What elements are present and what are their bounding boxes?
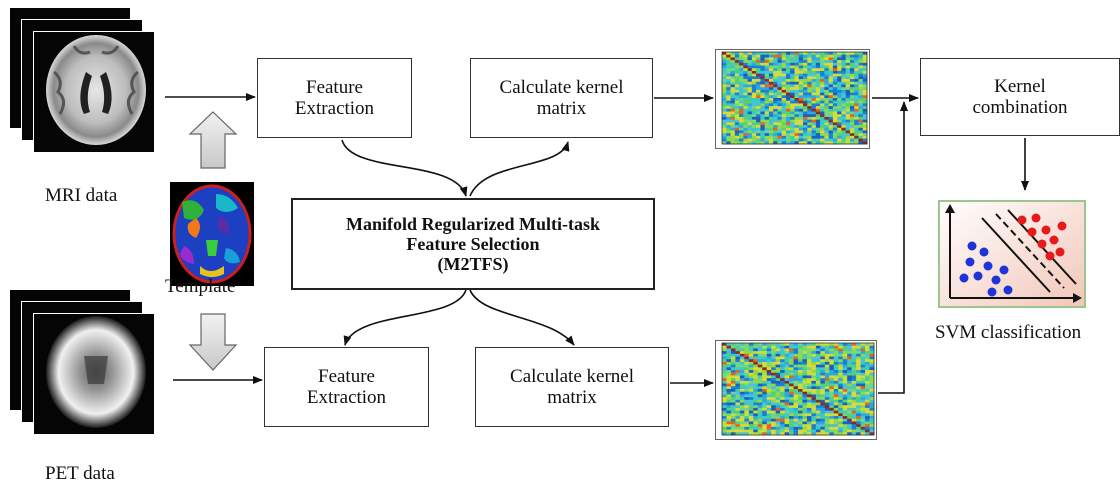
svm-classification-image xyxy=(938,200,1086,308)
m2tfs-box: Manifold Regularized Multi-task Feature … xyxy=(291,198,655,290)
feature-extraction-top-line2: Extraction xyxy=(294,98,375,119)
gray-arrow-down xyxy=(188,313,238,371)
template-image xyxy=(170,182,254,286)
m2tfs-line3: (M2TFS) xyxy=(437,254,509,274)
feature-extraction-top-line1: Feature xyxy=(306,77,363,98)
m2tfs-line2: Feature Selection xyxy=(406,234,540,254)
kernel-matrix-bottom-line2: matrix xyxy=(547,387,597,408)
arrow-matrix-bottom-to-combination xyxy=(878,101,908,394)
feature-extraction-bottom-box: Feature Extraction xyxy=(264,347,429,427)
curve-m2tfs-to-kernel-top xyxy=(469,141,570,197)
feature-extraction-bottom-line2: Extraction xyxy=(306,387,387,408)
svm-classification-label: SVM classification xyxy=(935,322,1082,343)
mri-brain-image xyxy=(46,35,146,145)
kernel-matrix-heatmap-bottom xyxy=(715,340,877,440)
kernel-matrix-bottom-line1: Calculate kernel xyxy=(510,366,634,387)
pet-brain-image xyxy=(46,316,146,428)
kernel-matrix-top-box: Calculate kernel matrix xyxy=(470,58,653,138)
kernel-matrix-top-line2: matrix xyxy=(536,98,587,119)
curve-m2tfs-to-kernel-bottom xyxy=(469,289,575,346)
feature-extraction-bottom-line1: Feature xyxy=(318,366,375,387)
pet-data-label: PET data xyxy=(45,463,115,484)
gray-arrow-up xyxy=(188,111,238,169)
pet-slice-front xyxy=(34,314,154,434)
mri-data-label: MRI data xyxy=(45,185,118,206)
mri-image-stack xyxy=(10,8,154,152)
kernel-matrix-top-line1: Calculate kernel xyxy=(499,77,624,98)
m2tfs-line1: Manifold Regularized Multi-task xyxy=(346,214,600,234)
kernel-combination-box: Kernel combination xyxy=(920,58,1120,136)
pet-image-stack xyxy=(10,290,154,434)
feature-extraction-top-box: Feature Extraction xyxy=(257,58,412,138)
kernel-combination-line1: Kernel xyxy=(994,76,1046,97)
curve-m2tfs-to-feature-bottom xyxy=(343,289,467,346)
mri-slice-front xyxy=(34,32,154,152)
kernel-matrix-bottom-box: Calculate kernel matrix xyxy=(475,347,669,427)
svm-red-points xyxy=(1017,213,1067,261)
template-label: Template xyxy=(165,276,236,297)
kernel-matrix-heatmap-top xyxy=(715,49,870,149)
curve-feature-top-to-m2tfs xyxy=(341,139,468,197)
kernel-combination-line2: combination xyxy=(972,97,1068,118)
svm-blue-points xyxy=(959,241,1013,297)
